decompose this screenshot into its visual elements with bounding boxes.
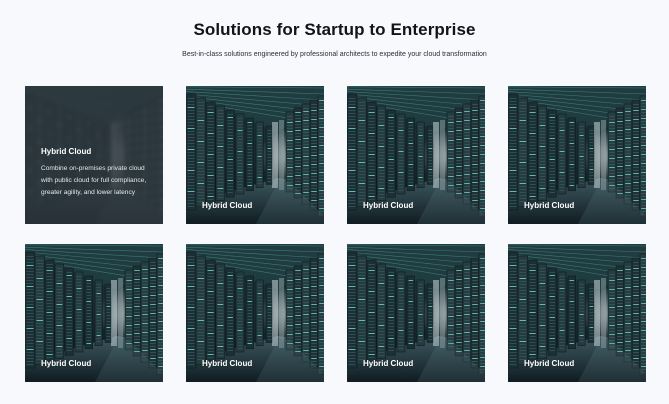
card-description: Combine on-premises private cloud with p…	[41, 165, 147, 196]
card-label: Hybrid Cloud	[363, 359, 414, 368]
solution-card-hybrid-cloud-4[interactable]: Hybrid Cloud	[508, 86, 646, 224]
card-overlay	[25, 86, 163, 224]
solution-card-hybrid-cloud-2[interactable]: Hybrid Cloud	[186, 86, 324, 224]
datacenter-image	[508, 86, 646, 224]
datacenter-image	[25, 244, 163, 382]
solution-card-hybrid-cloud-5[interactable]: Hybrid Cloud	[25, 244, 163, 382]
card-label: Hybrid Cloud	[524, 359, 575, 368]
card-label: Hybrid Cloud	[41, 359, 92, 368]
datacenter-image	[347, 244, 485, 382]
solution-card-hybrid-cloud-1[interactable]: Hybrid Cloud Combine on-premises private…	[25, 86, 163, 224]
card-label: Hybrid Cloud	[524, 201, 575, 210]
solution-card-hybrid-cloud-3[interactable]: Hybrid Cloud	[347, 86, 485, 224]
card-label: Hybrid Cloud	[363, 201, 414, 210]
solution-card-hybrid-cloud-6[interactable]: Hybrid Cloud	[186, 244, 324, 382]
page-subtitle: Best-in-class solutions engineered by pr…	[182, 51, 487, 58]
datacenter-image	[508, 244, 646, 382]
datacenter-image	[347, 86, 485, 224]
card-label: Hybrid Cloud	[202, 201, 253, 210]
datacenter-image	[186, 86, 324, 224]
card-title: Hybrid Cloud	[41, 147, 92, 156]
page-title: Solutions for Startup to Enterprise	[193, 20, 476, 39]
solutions-grid: Hybrid Cloud Combine on-premises private…	[25, 86, 649, 382]
solution-card-hybrid-cloud-7[interactable]: Hybrid Cloud	[347, 244, 485, 382]
card-label: Hybrid Cloud	[202, 359, 253, 368]
datacenter-image	[186, 244, 324, 382]
solution-card-hybrid-cloud-8[interactable]: Hybrid Cloud	[508, 244, 646, 382]
